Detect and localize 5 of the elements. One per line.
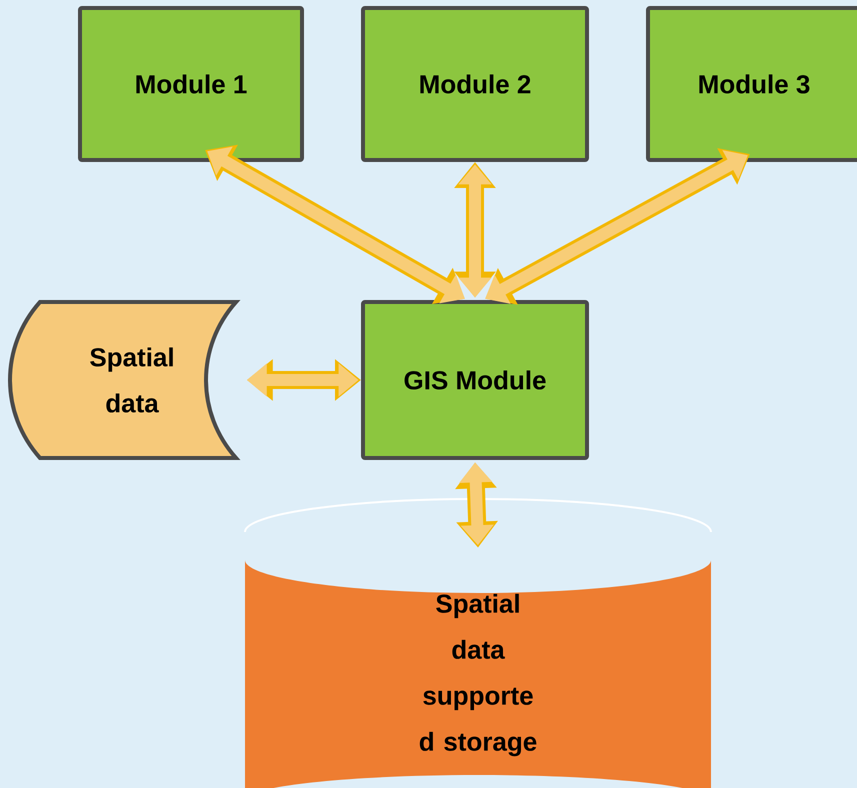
module-box: Module 3 (646, 6, 857, 162)
module-box: GIS Module (361, 300, 589, 460)
storage-cylinder: Spatial data supporte d storage (244, 498, 712, 788)
module-box: Module 2 (361, 6, 589, 162)
module-box: Module 1 (78, 6, 304, 162)
